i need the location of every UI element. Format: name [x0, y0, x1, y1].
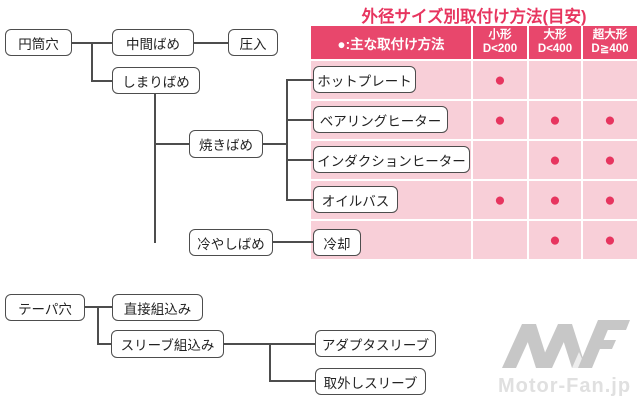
dot-cell: ●: [529, 221, 581, 259]
dot-cell: ●: [529, 181, 581, 219]
column-name: 小形: [488, 28, 512, 41]
dot: ●: [494, 69, 506, 91]
connector: [98, 343, 111, 345]
dot: ●: [549, 189, 561, 211]
connector: [263, 143, 287, 145]
node-interference-fit: しまりばめ: [112, 67, 200, 94]
node-oil-bath: オイルバス: [313, 186, 398, 213]
dot-cell: ●: [473, 61, 527, 99]
connector: [287, 159, 313, 161]
dot-cell: ●: [529, 101, 581, 139]
connector: [273, 241, 313, 243]
dot: ●: [494, 189, 506, 211]
dot-cell: ●: [583, 141, 637, 179]
node-press-fit: 圧入: [228, 29, 278, 56]
node-adapter-sleeve: アダプタスリーブ: [315, 330, 436, 357]
dot-cell: [529, 61, 581, 99]
connector: [97, 307, 99, 345]
connector: [287, 199, 313, 201]
dot: ●: [604, 149, 616, 171]
node-shrink-fit: 焼きばめ: [189, 130, 263, 158]
dot: ●: [604, 229, 616, 251]
motor-fan-logo: [501, 320, 630, 368]
watermark: Motor-Fan.jp: [497, 318, 632, 398]
dot: ●: [549, 149, 561, 171]
watermark-text: Motor-Fan.jp: [497, 375, 632, 397]
column-header-large: 大形 D<400: [529, 26, 581, 59]
column-range: D≧400: [591, 42, 629, 55]
connector: [269, 343, 271, 382]
dot-cell: [583, 61, 637, 99]
table-title: 外径サイズ別取付け方法(目安): [361, 8, 587, 26]
connector: [287, 119, 313, 121]
connector: [92, 80, 112, 82]
connector: [155, 143, 189, 145]
node-direct-mount: 直接組込み: [112, 294, 203, 321]
dot: ●: [494, 109, 506, 131]
column-name: 大形: [543, 28, 567, 41]
dot-cell: ●: [583, 101, 637, 139]
node-induction-heater: インダクションヒーター: [313, 146, 470, 173]
dot: ●: [604, 189, 616, 211]
connector: [194, 42, 228, 44]
dot-cell: [473, 141, 527, 179]
column-range: D<200: [482, 42, 518, 55]
node-cooling: 冷却: [313, 229, 361, 256]
dot-cell: ●: [583, 221, 637, 259]
node-hot-plate: ホットプレート: [313, 66, 416, 93]
dot-cell: ●: [529, 141, 581, 179]
column-name: 超大形: [592, 28, 628, 41]
node-intermediate-fit: 中間ばめ: [112, 29, 194, 56]
column-header-extra-large: 超大形 D≧400: [583, 26, 637, 59]
node-sleeve-mount: スリーブ組込み: [111, 330, 224, 358]
dot: ●: [604, 109, 616, 131]
connector: [286, 79, 288, 201]
node-taper-hole: テーパ穴: [5, 294, 85, 321]
dot-cell: ●: [583, 181, 637, 219]
connector: [91, 42, 93, 82]
dot: ●: [549, 229, 561, 251]
column-range: D<400: [537, 42, 573, 55]
table-legend: ●:主な取付け方法: [311, 26, 471, 59]
dot-cell: ●: [473, 101, 527, 139]
node-withdrawal-sleeve: 取外しスリーブ: [315, 368, 426, 395]
column-header-small: 小形 D<200: [473, 26, 527, 59]
connector: [270, 380, 315, 382]
mounting-method-table: ●:主な取付け方法 小形 D<200 大形 D<400 超大形 D≧400 ● …: [311, 26, 637, 259]
node-bearing-heater: ベアリングヒーター: [313, 106, 448, 133]
dot-cell: ●: [473, 181, 527, 219]
dot: ●: [549, 109, 561, 131]
node-cold-fit: 冷やしばめ: [189, 229, 273, 256]
connector: [154, 94, 156, 243]
node-cylindrical-hole: 円筒穴: [5, 29, 72, 56]
connector: [287, 79, 313, 81]
dot-cell: [473, 221, 527, 259]
